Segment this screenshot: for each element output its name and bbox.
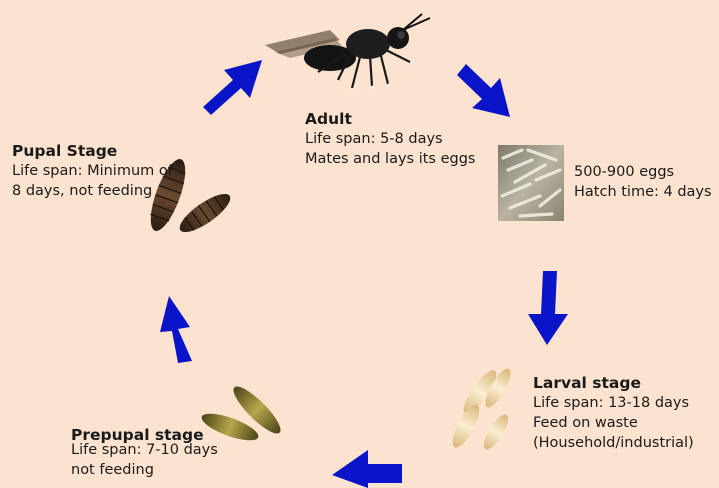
- arrow-larval-to-prepupal: [332, 450, 402, 488]
- black-soldier-fly-icon: [265, 14, 430, 90]
- larval-line-2: Feed on waste: [533, 413, 694, 433]
- adult-line-2: Mates and lays its eggs: [305, 149, 475, 169]
- larval-line-3: (Household/industrial): [533, 433, 694, 453]
- eggs-label: 500-900 eggs Hatch time: 4 days: [574, 162, 712, 202]
- larval-label: Larval stage Life span: 13-18 days Feed …: [533, 374, 694, 453]
- eggs-line-1: 500-900 eggs: [574, 162, 712, 182]
- larval-line-1: Life span: 13-18 days: [533, 393, 694, 413]
- prepupal-label: Prepupal stage Life span: 7-10 days not …: [71, 426, 218, 480]
- larval-title: Larval stage: [533, 374, 694, 393]
- adult-title: Adult: [305, 110, 475, 129]
- prepupal-line-2: not feeding: [71, 460, 218, 480]
- larvae-icon: [448, 365, 515, 452]
- adult-line-1: Life span: 5-8 days: [305, 129, 475, 149]
- prepupal-line-1: Life span: 7-10 days: [71, 440, 218, 460]
- pupal-line-2: 8 days, not feeding: [12, 181, 173, 201]
- pupal-line-1: Life span: Minimum of: [12, 161, 173, 181]
- arrow-prepupal-to-pupal: [160, 296, 192, 363]
- pupal-label: Pupal Stage Life span: Minimum of 8 days…: [12, 142, 173, 201]
- egg-cluster-icon: [498, 145, 564, 221]
- eggs-line-2: Hatch time: 4 days: [574, 182, 712, 202]
- arrow-pupal-to-adult: [203, 60, 262, 115]
- pupal-title: Pupal Stage: [12, 142, 173, 161]
- adult-label: Adult Life span: 5-8 days Mates and lays…: [305, 110, 475, 169]
- arrow-eggs-to-larval: [528, 271, 568, 345]
